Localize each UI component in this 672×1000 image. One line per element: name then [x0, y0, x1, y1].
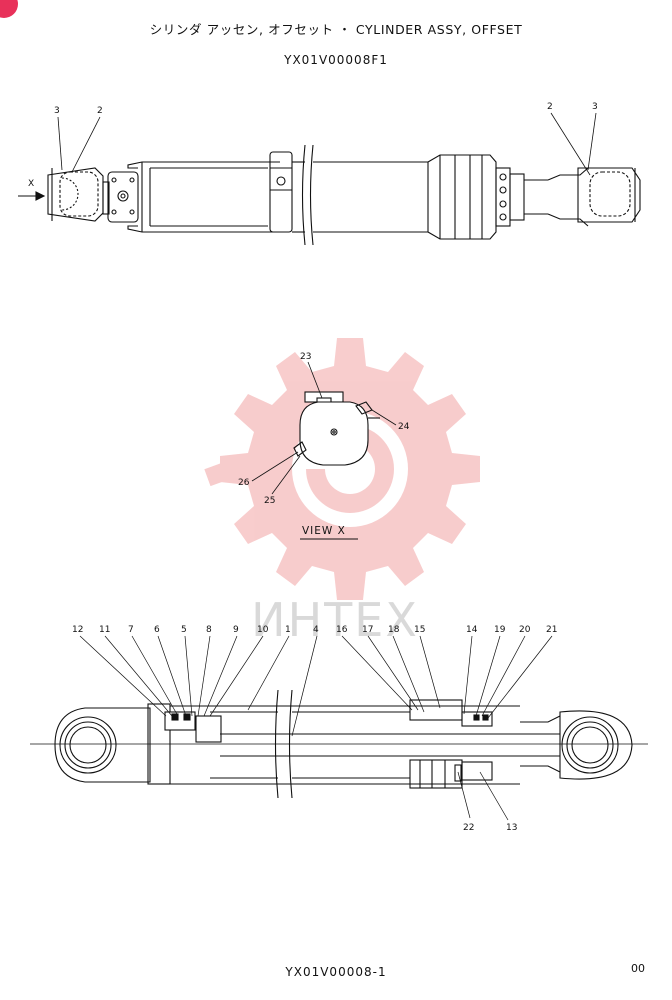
callout-12: 12: [72, 625, 83, 635]
view-x-caption: VIEW X: [302, 525, 346, 537]
cylinder-exterior-view: [18, 144, 641, 246]
corner-badge-icon: [0, 0, 18, 18]
callout-top-3-left: 3: [54, 106, 60, 116]
callout-26: 26: [238, 478, 250, 488]
callout-21: 21: [546, 625, 557, 635]
callout-top-2-right: 2: [547, 102, 553, 112]
callout-6: 6: [154, 625, 160, 635]
callout-25: 25: [264, 496, 275, 506]
callout-24: 24: [398, 422, 410, 432]
callout-16: 16: [336, 625, 348, 635]
top-view-labels: X 3 2 2 3: [28, 102, 598, 189]
page-number: 00: [631, 962, 645, 975]
callout-1: 1: [285, 625, 291, 635]
view-x-drawing: [293, 391, 380, 466]
sheet-code: YX01V00008-1: [285, 965, 387, 979]
cylinder-section-view: [30, 689, 648, 799]
callout-18: 18: [388, 625, 400, 635]
callout-15: 15: [414, 625, 425, 635]
callout-19: 19: [494, 625, 506, 635]
callout-17: 17: [362, 625, 373, 635]
arrow-label-x: X: [28, 179, 34, 189]
callout-13: 13: [506, 823, 517, 833]
section-callouts-top: 12 11 7 6 5 8 9 10 1 4 16 17 18 15 14 19…: [72, 625, 557, 635]
callout-11: 11: [99, 625, 110, 635]
callout-10: 10: [257, 625, 269, 635]
callout-8: 8: [206, 625, 212, 635]
section-leader-lines: [79, 635, 553, 821]
section-view-labels: 12 11 7 6 5 8 9 10 1 4 16 17 18 15 14 19…: [72, 625, 557, 833]
callout-9: 9: [233, 625, 239, 635]
callout-4: 4: [313, 625, 319, 635]
callout-top-3-right: 3: [592, 102, 598, 112]
callout-23: 23: [300, 352, 311, 362]
page-title: シリンダ アッセン, オフセット ・ CYLINDER ASSY, OFFSET: [149, 22, 523, 37]
callout-5: 5: [181, 625, 187, 635]
watermark-gear-logo: [204, 338, 480, 600]
view-x-labels: 23 24 26 25 VIEW X: [238, 352, 410, 540]
drawing-code: YX01V00008F1: [284, 53, 388, 67]
watermark-text: ИНТЕХ: [251, 593, 419, 647]
callout-20: 20: [519, 625, 531, 635]
callout-7: 7: [128, 625, 134, 635]
callout-top-2-left: 2: [97, 106, 103, 116]
callout-22: 22: [463, 823, 474, 833]
callout-14: 14: [466, 625, 478, 635]
